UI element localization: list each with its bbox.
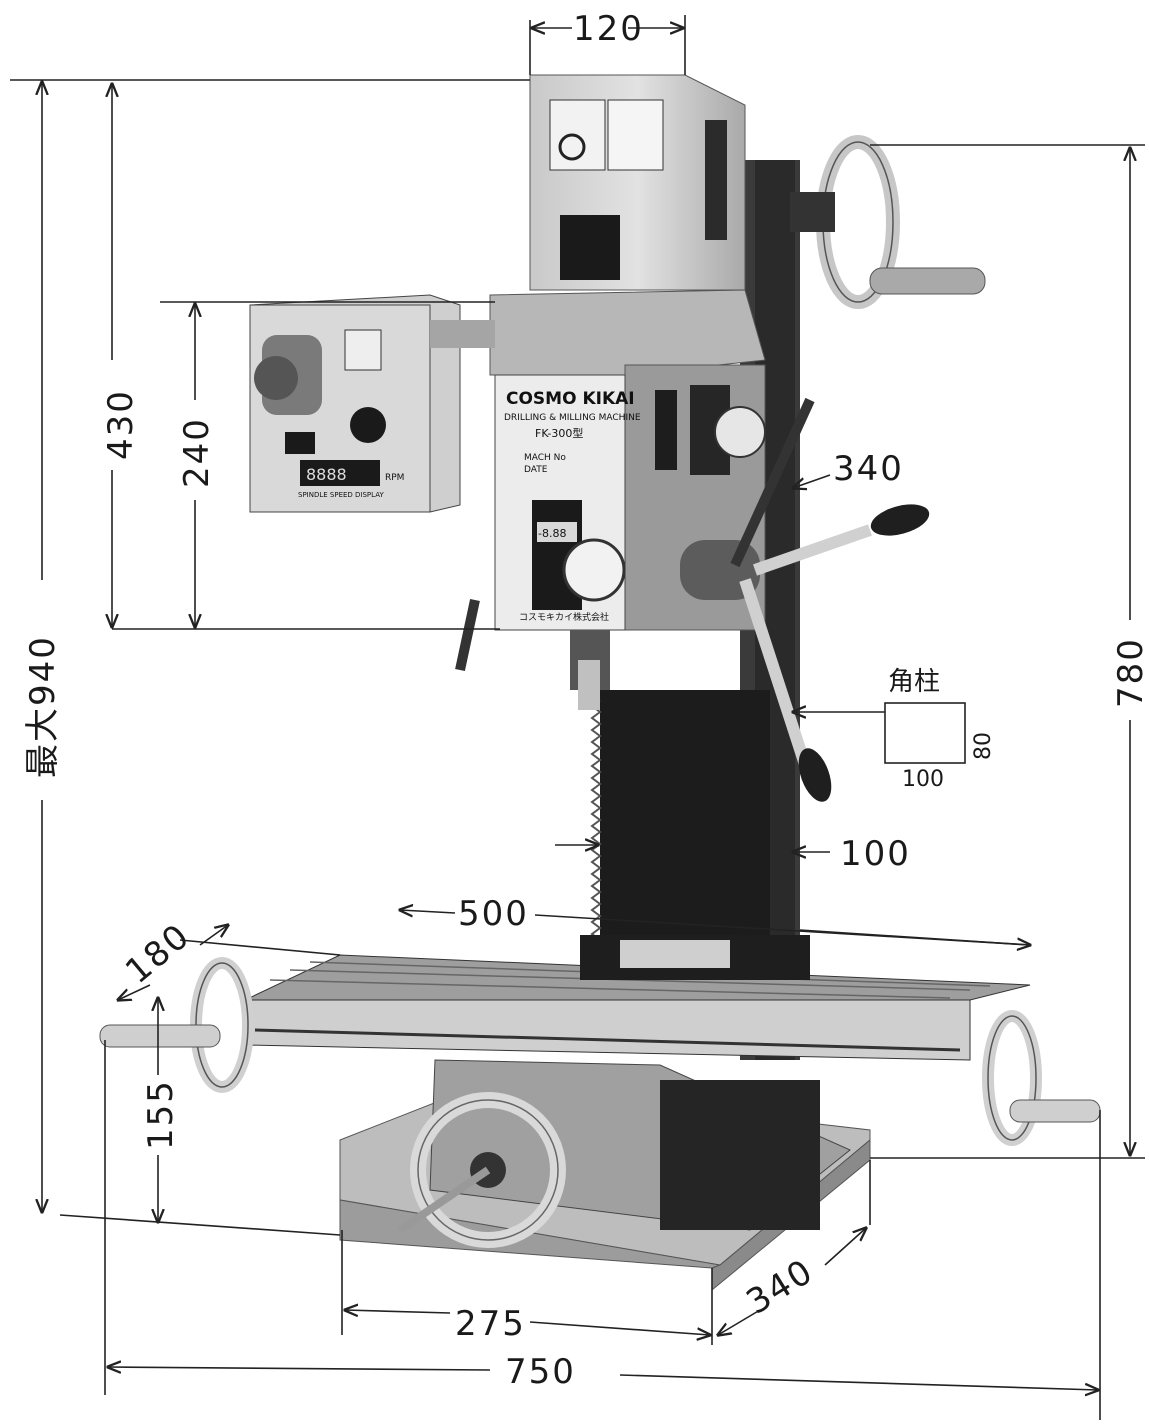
dim-column-100: 100 — [555, 834, 911, 874]
dim-table-length-label: 500 — [458, 894, 529, 934]
dim-max-height-label: 最大940 — [23, 635, 63, 778]
dim-430-label: 430 — [101, 389, 141, 460]
column-section-height: 80 — [971, 732, 996, 760]
dim-base-275: 275 — [341, 1230, 713, 1345]
quill-feed-levers — [455, 397, 930, 802]
dim-table-width-label: 180 — [118, 916, 198, 992]
dim-240: 240 — [160, 301, 495, 627]
spindle — [570, 630, 610, 710]
dim-max-height: 最大940 — [23, 82, 63, 1212]
maker-label: コスモキカイ株式会社 — [519, 611, 609, 623]
dim-780: 780 — [870, 144, 1149, 1159]
date-label: DATE — [524, 465, 548, 475]
mach-no-label: MACH No — [524, 453, 566, 463]
brand-label: COSMO KIKAI — [506, 389, 635, 409]
dim-base-275-label: 275 — [455, 1304, 526, 1344]
dim-240-label: 240 — [177, 417, 217, 488]
cross-feed-handwheel — [397, 1092, 566, 1248]
dim-overall-750: 750 — [104, 1040, 1101, 1420]
dim-column-section: 角柱 100 80 — [793, 667, 996, 792]
left-table-handwheel — [99, 957, 254, 1093]
right-table-handwheel — [982, 1010, 1101, 1146]
dimension-annotations: 120 最大940 430 240 — [10, 9, 1149, 1420]
dim-quill-340-label: 340 — [833, 449, 904, 489]
work-table — [244, 935, 1031, 1061]
speed-display-value: 8888 — [306, 465, 347, 484]
dim-overall-750-label: 750 — [505, 1352, 576, 1392]
dim-quill-340: 340 — [793, 449, 904, 489]
dim-head-width-label: 120 — [573, 9, 644, 49]
dim-base-340-label: 340 — [740, 1251, 821, 1322]
dim-head-width: 120 — [529, 9, 686, 75]
dim-column-100-label: 100 — [840, 834, 911, 874]
dim-table-length: 500 — [400, 894, 1030, 945]
dim-155-label: 155 — [141, 1079, 181, 1150]
control-box: 8888 RPM SPINDLE SPEED DISPLAY — [249, 294, 495, 513]
column-section-width: 100 — [902, 767, 944, 792]
digital-readout-value: -8.88 — [538, 527, 566, 540]
column-section-title: 角柱 — [888, 667, 940, 697]
dim-155: 155 — [141, 998, 181, 1222]
saddle — [429, 1059, 851, 1231]
machine-subtitle: DRILLING & MILLING MACHINE — [504, 413, 641, 423]
dim-430: 430 — [101, 84, 141, 627]
speed-display-caption: SPINDLE SPEED DISPLAY — [298, 491, 384, 499]
model-label: FK-300型 — [535, 426, 583, 440]
dim-780-label: 780 — [1111, 637, 1149, 708]
front-name-plate: COSMO KIKAI DRILLING & MILLING MACHINE F… — [494, 374, 641, 631]
fine-feed-handwheel — [790, 135, 986, 309]
speed-unit: RPM — [385, 473, 404, 483]
milling-machine-illustration: COSMO KIKAI DRILLING & MILLING MACHINE F… — [99, 74, 1101, 1292]
head-housing — [529, 74, 746, 291]
gearbox — [489, 289, 766, 631]
